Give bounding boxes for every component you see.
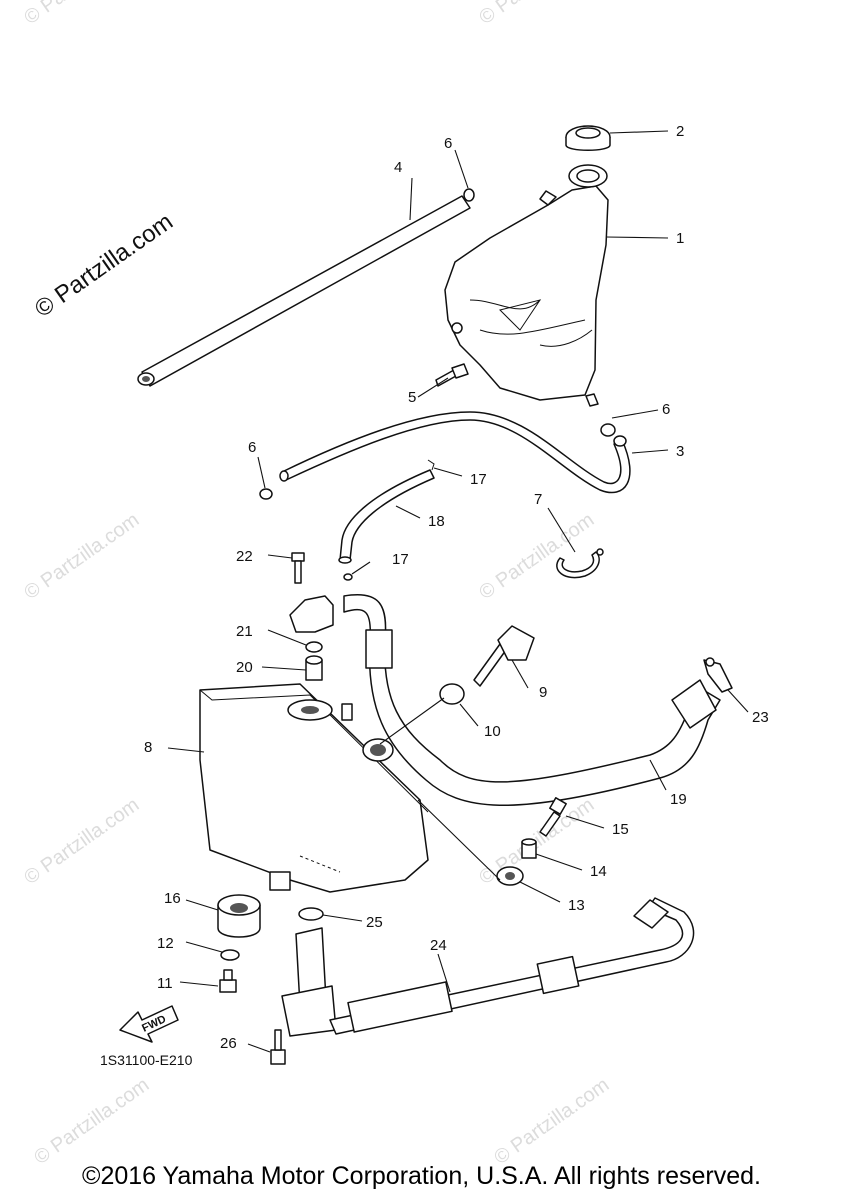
part-2-tank-cap (565, 125, 611, 151)
part-1-oil-reservoir (444, 164, 609, 407)
part-20-collar (305, 655, 323, 681)
callout-13: 13 (568, 897, 585, 914)
callout-6: 6 (662, 401, 670, 418)
callout-7: 7 (534, 491, 542, 508)
callout-5: 5 (408, 389, 416, 406)
callout-15: 15 (612, 821, 629, 838)
watermark-faint: © Partzilla.com (475, 509, 598, 604)
forward-arrow-icon: FWD (119, 1005, 179, 1043)
callout-24: 24 (430, 937, 447, 954)
part-25-o-ring (298, 907, 324, 921)
watermark-main: © Partzilla.com (30, 208, 178, 323)
callout-23: 23 (752, 709, 769, 726)
callout-17: 17 (470, 471, 487, 488)
callout-10: 10 (484, 723, 501, 740)
part-19-oil-hose (343, 594, 721, 806)
part-4-breather-hose (137, 195, 471, 387)
watermark-faint: © Partzilla.com (20, 509, 143, 604)
callout-16: 16 (164, 890, 181, 907)
callout-25: 25 (366, 914, 383, 931)
callout-labels: 1 2 3 4 5 6 6 6 7 8 9 10 11 12 13 14 15 … (144, 123, 769, 1052)
part-26-bolt (270, 1029, 286, 1065)
callout-4: 4 (394, 159, 402, 176)
callout-20: 20 (236, 659, 253, 676)
watermark-faint: © Partzilla.com (490, 1074, 613, 1169)
callout-14: 14 (590, 863, 607, 880)
part-8-oil-tank (199, 683, 429, 893)
part-23-fitting (703, 657, 733, 693)
part-3-hose (279, 411, 631, 494)
callout-17: 17 (392, 551, 409, 568)
callout-22: 22 (236, 548, 253, 565)
part-11-drain-bolt (219, 969, 237, 993)
watermark-faint: © Partzilla.com (20, 794, 143, 889)
part-17-clips (343, 459, 435, 581)
part-14-collar (521, 838, 537, 859)
callout-6: 6 (248, 439, 256, 456)
callout-6: 6 (444, 135, 452, 152)
callout-1: 1 (676, 230, 684, 247)
callout-9: 9 (539, 684, 547, 701)
callout-2: 2 (676, 123, 684, 140)
part-15-bolt (539, 797, 567, 837)
part-12-washer (220, 949, 240, 961)
part-21-o-ring (305, 641, 323, 653)
part-22-bolt (289, 552, 334, 633)
watermark-faint: © Partzilla.com (30, 1074, 153, 1169)
callout-26: 26 (220, 1035, 237, 1052)
part-10-o-ring (439, 683, 465, 705)
callout-11: 11 (157, 975, 173, 992)
callout-19: 19 (670, 791, 687, 808)
watermark-faint: © Partzilla.com (20, 0, 143, 29)
part-13-grommet (496, 866, 524, 886)
part-6-clamps (259, 188, 616, 500)
part-18-hose (338, 469, 435, 564)
watermark-faint: © Partzilla.com (475, 0, 598, 29)
callout-21: 21 (236, 623, 253, 640)
part-16-plug (217, 894, 261, 938)
copyright-notice: ©2016 Yamaha Motor Corporation, U.S.A. A… (82, 1162, 761, 1190)
leader-lines (167, 130, 749, 1053)
part-24-pipe-assembly (281, 897, 695, 1037)
watermark-faint: © Partzilla.com (475, 794, 598, 889)
callout-8: 8 (144, 739, 152, 756)
callout-3: 3 (676, 443, 684, 460)
callout-18: 18 (428, 513, 445, 530)
callout-12: 12 (157, 935, 174, 952)
part-7-clamp (556, 548, 604, 579)
part-9-dipstick (473, 625, 535, 687)
diagram-code: 1S31100-E210 (100, 1052, 193, 1068)
